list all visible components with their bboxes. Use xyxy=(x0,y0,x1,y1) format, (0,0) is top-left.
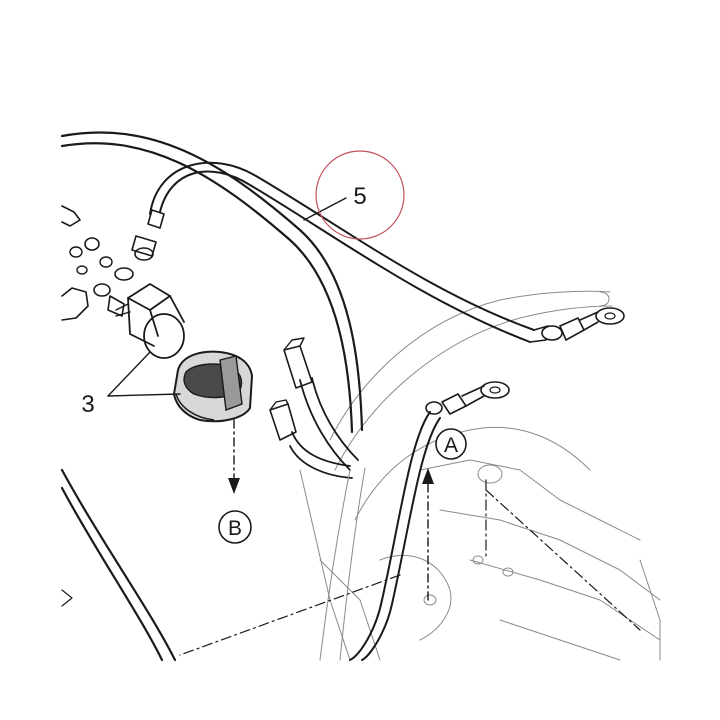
cable-ref-a xyxy=(349,381,510,661)
highlight-circle xyxy=(315,150,405,240)
callout-5: 5 xyxy=(353,183,366,210)
callout-3: 3 xyxy=(81,391,94,418)
relay-boot-part-3 xyxy=(172,350,254,423)
reference-arrow-a xyxy=(422,468,434,601)
leader-lines xyxy=(107,197,347,397)
relay-mounting xyxy=(61,205,165,321)
dash-dot-guides xyxy=(61,479,641,656)
central-harness xyxy=(269,337,366,661)
ref-label-a: A xyxy=(435,428,467,460)
frame-structure xyxy=(299,290,661,661)
outer-cable xyxy=(60,131,364,662)
ref-label-b: B xyxy=(218,510,252,544)
ref-a-text: A xyxy=(444,434,458,457)
ref-b-text: B xyxy=(228,517,242,540)
reference-arrow-b xyxy=(228,419,240,494)
relay-part-3 xyxy=(115,283,185,359)
cable-part-5 xyxy=(149,161,625,343)
